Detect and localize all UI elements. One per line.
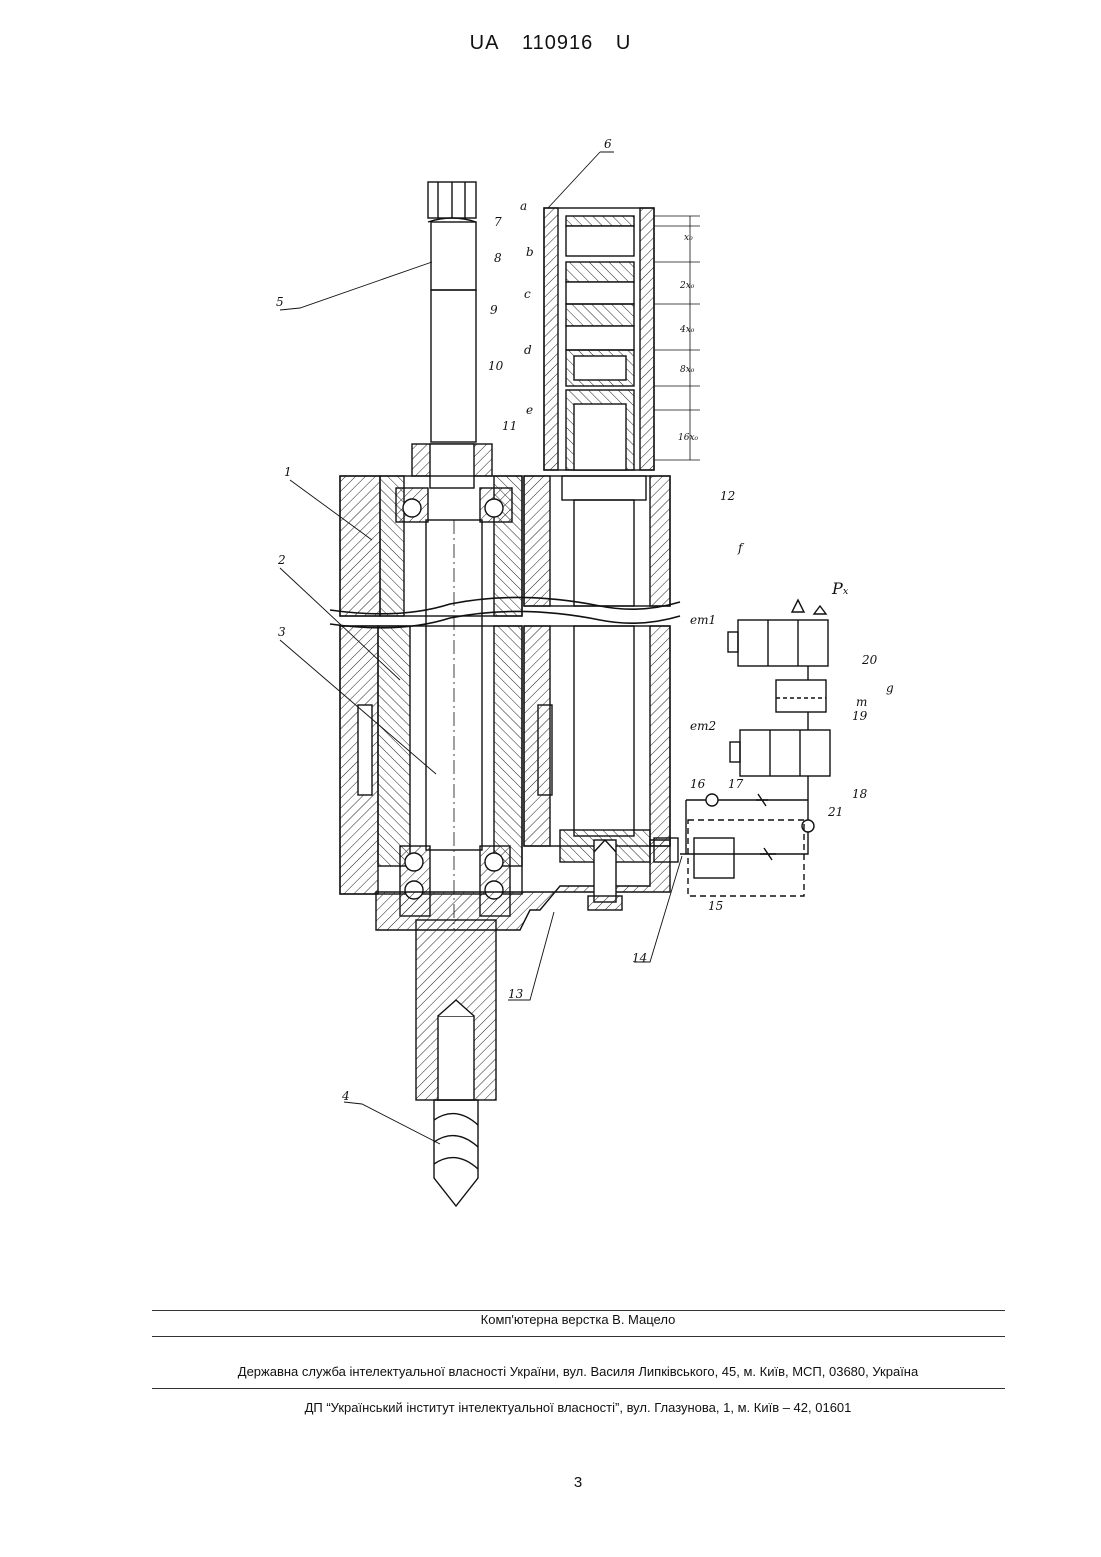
label-1: 1 [284, 465, 292, 479]
label-5: 5 [276, 295, 284, 309]
reservoir-19 [776, 680, 826, 712]
label-20: 20 [861, 653, 878, 667]
footer-layout-credit: Комп'ютерна верстка В. Мацело [0, 1312, 1101, 1327]
dim-8x0: 8x₀ [680, 365, 695, 375]
label-g: g [886, 681, 894, 695]
label-em1: em1 [690, 613, 716, 627]
label-8: 8 [494, 251, 502, 265]
label-m: m [856, 695, 867, 709]
dim-x0: x₀ [684, 233, 693, 243]
label-15: 15 [708, 899, 723, 913]
label-c: c [524, 287, 531, 301]
label-d: d [524, 343, 532, 357]
regulator-15 [688, 820, 804, 896]
footer-service: Державна служба інтелектуальної власност… [0, 1364, 1101, 1379]
technical-drawing: 6 a 7 b 8 c 9 d 10 e 11 5 1 12 f 2 3 Pₓ … [0, 0, 1101, 1260]
valve-20 [738, 620, 828, 666]
dim-4x0: 4x₀ [679, 325, 695, 335]
label-7: 7 [494, 215, 502, 229]
label-18: 18 [852, 787, 868, 801]
piston-a [566, 216, 634, 226]
label-4: 4 [341, 1089, 350, 1103]
piston-c [566, 304, 634, 326]
dim-16x0: 16x₀ [678, 433, 699, 443]
label-b: b [526, 245, 534, 259]
footer-rule-middle [152, 1336, 1005, 1337]
piston-b [566, 262, 634, 282]
footer-institute: ДП “Український інститут інтелектуальної… [0, 1400, 1101, 1415]
label-21: 21 [827, 805, 843, 819]
footer-rule-top [152, 1310, 1005, 1311]
label-17: 17 [728, 777, 744, 791]
label-16: 16 [690, 777, 706, 791]
label-2: 2 [277, 553, 286, 567]
footer-rule-bottom [152, 1388, 1005, 1389]
label-19: 19 [852, 709, 868, 723]
label-13: 13 [508, 987, 524, 1001]
label-10: 10 [488, 359, 504, 373]
dim-2x0: 2x₀ [679, 281, 695, 291]
label-f: f [737, 541, 745, 555]
label-a: a [520, 199, 527, 213]
page-number: 3 [0, 1474, 1101, 1491]
label-6: 6 [604, 137, 612, 151]
label-e: e [526, 403, 533, 417]
label-14: 14 [632, 951, 647, 965]
label-11: 11 [502, 419, 517, 433]
label-9: 9 [490, 303, 498, 317]
label-em2: em2 [690, 719, 716, 733]
label-3: 3 [278, 625, 286, 639]
dimension-labels: x₀ 2x₀ 4x₀ 8x₀ 16x₀ [678, 233, 699, 443]
valve-18 [740, 730, 830, 776]
label-12: 12 [720, 489, 735, 503]
label-pressure: Pₓ [831, 579, 849, 598]
